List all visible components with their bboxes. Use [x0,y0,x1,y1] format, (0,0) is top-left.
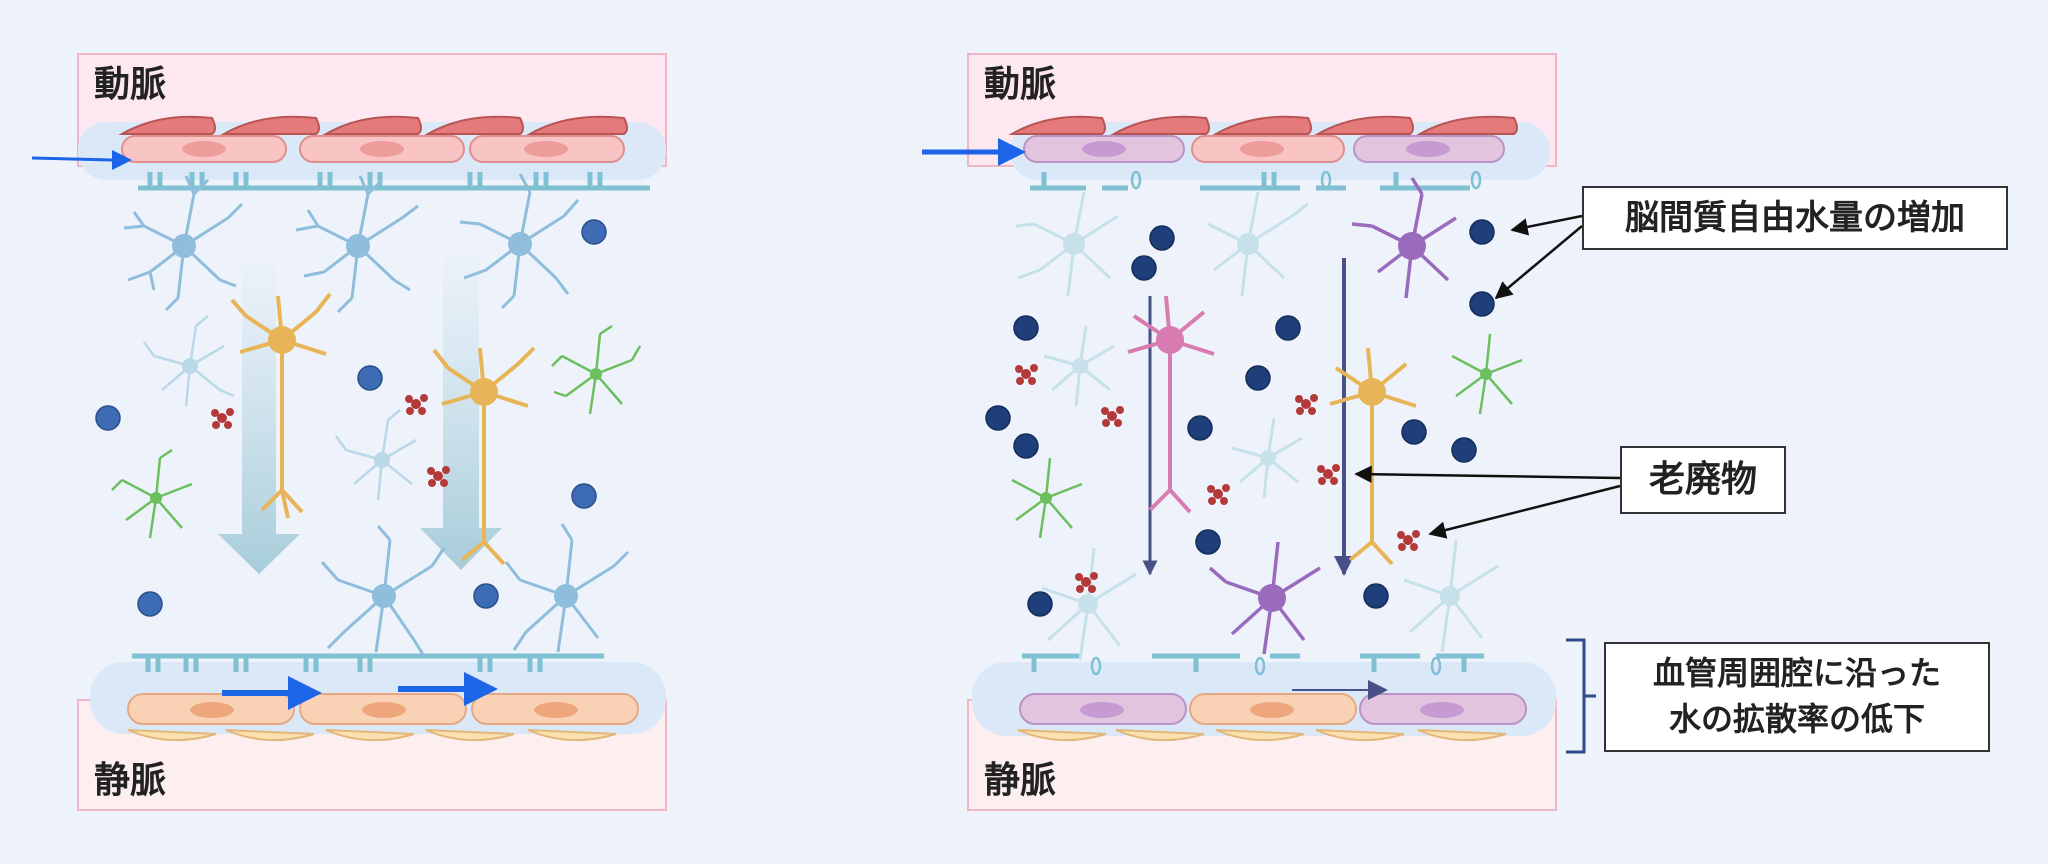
callout-waste: 老廃物 [1620,446,1786,514]
waste-cluster-icon [1015,364,1420,593]
aquaporin-channel-icon [1022,170,1484,676]
flow-arrow-icon [922,138,1388,700]
neuron-icon [1127,295,1215,514]
neuron-icon [1208,177,1457,655]
microglia-icon [111,324,642,539]
vein-cells [127,693,639,742]
callout-water-text: 脳間質自由水量の増加 [1625,198,1965,238]
callout-pointers [1354,214,1621,754]
artery-cells [118,115,628,163]
flow-arrow-icon [31,150,498,710]
waste-cluster-icon [211,394,450,487]
panel-pathology: 動脈 静脈 [922,53,1621,811]
vein-label: 静脈 [984,760,1056,801]
endfeet-bottom [132,653,604,672]
artery-cells [1008,115,1518,163]
vein-cells [1017,693,1527,742]
artery-label: 動脈 [984,64,1056,105]
water-molecule-icon [95,219,607,617]
astrocyte-icon [123,173,630,657]
neuron-icon [230,292,536,566]
panel-normal: 動脈 静脈 [31,53,667,811]
callout-diffusion-line2: 水の拡散率の低下 [1668,700,1925,738]
water-molecule-icon [985,219,1495,617]
callout-water-increase: 脳間質自由水量の増加 [1582,186,2008,250]
astrocyte-icon [142,315,417,501]
callout-diffusion-decrease: 血管周囲腔に沿った 水の拡散率の低下 [1604,642,1990,752]
microglia-icon [1011,333,1523,539]
artery-label: 動脈 [94,64,166,105]
neuron-icon [1329,347,1417,566]
endfeet-top [138,172,650,191]
bulk-flow-arrows [218,254,502,574]
vein-label: 静脈 [94,760,166,801]
callout-waste-text: 老廃物 [1648,459,1757,500]
callout-diffusion-line1: 血管周囲腔に沿った [1652,654,1941,692]
astrocyte-icon [1015,191,1499,661]
